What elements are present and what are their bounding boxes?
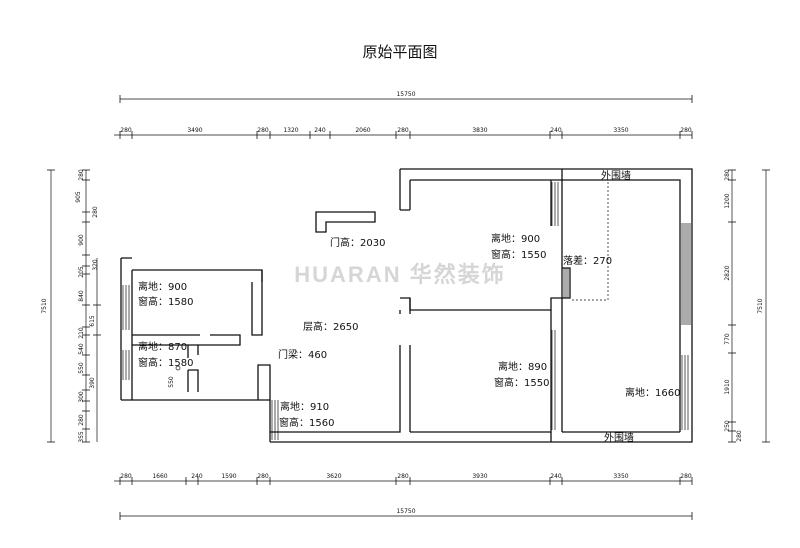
left-dim-14: 280 bbox=[78, 414, 85, 426]
bedroom-bottom-window: 窗高：1550 bbox=[494, 376, 549, 389]
left-dim-4: 900 bbox=[78, 234, 85, 246]
left-dim-3: 280 bbox=[92, 206, 99, 218]
right-dim-6: 250 bbox=[724, 420, 731, 432]
outer-wall-bottom-label: 外围墙 bbox=[604, 431, 634, 444]
bathroom-window: 窗高：1580 bbox=[138, 356, 193, 369]
top-dim-9: 240 bbox=[550, 127, 562, 134]
top-dim-1: 280 bbox=[120, 127, 132, 134]
floor-drain-icon bbox=[175, 365, 181, 371]
bottom-dim-5: 280 bbox=[257, 473, 269, 480]
bedroom-top-window: 窗高：1550 bbox=[491, 248, 546, 261]
top-dim-3: 280 bbox=[257, 127, 269, 134]
top-dim-8: 3830 bbox=[472, 127, 487, 134]
entry-door-height: 门高：2030 bbox=[330, 236, 385, 249]
bottom-dim-7: 280 bbox=[397, 473, 409, 480]
right-dim-1: 280 bbox=[724, 169, 731, 181]
top-dim-5: 240 bbox=[314, 127, 326, 134]
left-total-dimension: 7510 bbox=[41, 298, 48, 313]
left-dim-5: 320 bbox=[92, 259, 99, 271]
bottom-dim-11: 280 bbox=[680, 473, 692, 480]
bottom-dim-4: 1590 bbox=[221, 473, 236, 480]
left-dim-1: 280 bbox=[78, 169, 85, 181]
bottom-total-dimension: 15750 bbox=[396, 508, 415, 515]
top-dim-2: 3490 bbox=[187, 127, 202, 134]
top-total-dimension: 15750 bbox=[396, 91, 415, 98]
bottom-dim-2: 1660 bbox=[152, 473, 167, 480]
left-dim-8: 615 bbox=[89, 315, 96, 327]
left-dim-11: 550 bbox=[78, 362, 85, 374]
bedroom-bottom-sill: 离地：890 bbox=[498, 360, 547, 373]
bottom-dim-3: 240 bbox=[191, 473, 203, 480]
bottom-dim-6: 3620 bbox=[326, 473, 341, 480]
bedroom-top-sill: 离地：900 bbox=[491, 232, 540, 245]
balcony-sill: 离地：1660 bbox=[625, 386, 680, 399]
left-dim-9: 210 bbox=[78, 327, 85, 339]
top-dim-4: 1320 bbox=[283, 127, 298, 134]
bottom-dimensions: 280 1660 240 1590 280 3620 280 3930 240 … bbox=[114, 473, 693, 520]
left-dim-13: 300 bbox=[78, 391, 85, 403]
windows bbox=[122, 182, 691, 440]
left-dim-2: 905 bbox=[75, 191, 82, 203]
watermark: HUARAN 华然装饰 bbox=[294, 262, 505, 287]
right-dim-3: 2820 bbox=[724, 265, 731, 280]
living-beam-height: 门梁：460 bbox=[278, 348, 327, 361]
bedroom-small-window: 窗高：1580 bbox=[138, 295, 193, 308]
kitchen-window: 窗高：1560 bbox=[279, 416, 334, 429]
left-dim-15: 355 bbox=[78, 431, 85, 443]
top-dim-7: 280 bbox=[397, 127, 409, 134]
bottom-dim-9: 240 bbox=[550, 473, 562, 480]
bathroom-sill: 离地：870 bbox=[138, 340, 187, 353]
right-dimensions: 280 1200 2820 770 1910 250 280 7510 bbox=[724, 169, 770, 443]
walls bbox=[120, 168, 693, 443]
bottom-dim-8: 3930 bbox=[472, 473, 487, 480]
living-ceiling-height: 层高：2650 bbox=[303, 320, 358, 333]
left-dim-10: 540 bbox=[78, 343, 85, 355]
bottom-dim-10: 3350 bbox=[613, 473, 628, 480]
kitchen-sill: 离地：910 bbox=[280, 400, 329, 413]
right-dim-2: 1200 bbox=[724, 193, 731, 208]
left-dimensions: 7510 280 905 280 900 320 205 840 615 210… bbox=[41, 169, 101, 443]
left-dim-7: 840 bbox=[78, 290, 85, 302]
bath-dimension: 550 bbox=[168, 376, 175, 388]
left-dim-6: 205 bbox=[78, 266, 85, 278]
plan-title: 原始平面图 bbox=[362, 43, 437, 61]
top-dimensions: 15750 280 3490 280 1320 240 2060 280 383… bbox=[114, 91, 693, 139]
right-dim-7: 280 bbox=[736, 430, 743, 442]
top-dim-6: 2060 bbox=[355, 127, 370, 134]
room-labels: 离地：900 窗高：1580 离地：870 窗高：1580 550 门高：203… bbox=[138, 169, 680, 444]
outer-wall-top-label: 外围墙 bbox=[601, 169, 631, 182]
right-dim-5: 1910 bbox=[724, 379, 731, 394]
right-total-dimension: 7510 bbox=[757, 298, 764, 313]
right-dim-4: 770 bbox=[724, 333, 731, 345]
top-dim-10: 3350 bbox=[613, 127, 628, 134]
step-drop: 落差：270 bbox=[563, 254, 612, 267]
bottom-dim-1: 280 bbox=[120, 473, 132, 480]
top-dim-11: 280 bbox=[680, 127, 692, 134]
bedroom-small-sill: 离地：900 bbox=[138, 280, 187, 293]
left-dim-12: 390 bbox=[89, 377, 96, 389]
